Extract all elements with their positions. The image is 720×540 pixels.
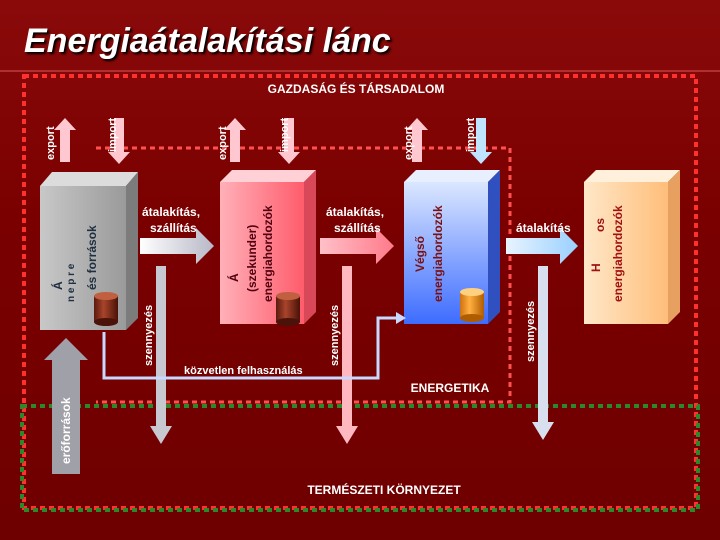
convert-arrow-3	[506, 228, 578, 264]
final-carriers-box: Végső energiahordozók	[404, 170, 500, 324]
direct-use-label: közvetlen felhasználás	[184, 365, 303, 377]
pollution-label-3: szennyezés	[525, 301, 537, 362]
box4-line3: energiahordozók	[611, 205, 625, 302]
pollution-arrow-3	[532, 266, 554, 440]
convert-label-3: átalakítás	[516, 221, 571, 235]
pollution-arrows	[150, 266, 554, 444]
import-arrow-2	[278, 118, 300, 164]
import-label-1: import	[107, 117, 119, 152]
export-arrow-3	[406, 118, 428, 162]
box4-line1: H	[589, 263, 603, 272]
energetics-label: ENERGETIKA	[411, 381, 490, 395]
box1-cylinder	[94, 292, 118, 326]
box2-cylinder	[276, 292, 300, 326]
convert-label-2a: átalakítás,	[326, 205, 384, 219]
conversion-arrows	[140, 228, 578, 264]
convert-arrow-1	[140, 228, 214, 264]
import-label-3: import	[465, 117, 477, 152]
pollution-label-1: szennyezés	[143, 305, 155, 366]
title-underline	[0, 70, 720, 72]
convert-arrow-2	[320, 228, 394, 264]
box4-line2: os	[593, 218, 607, 232]
nature-frame	[20, 404, 700, 512]
box2-line1: Á	[226, 273, 241, 282]
energetics-frame	[96, 146, 512, 404]
slide-title: Energiaátalakítási lánc	[24, 22, 391, 60]
convert-label-1b: szállítás	[150, 221, 197, 235]
box1-line1: Á	[50, 281, 65, 290]
secondary-carriers-box: Á (szekunder) energiahordozók	[220, 170, 316, 326]
nature-label: TERMÉSZETI KÖRNYEZET	[307, 482, 461, 497]
useful-carriers-box: H os energiahordozók	[584, 170, 680, 324]
direct-use-arrow	[102, 312, 406, 380]
primary-sources-box: Á és források n e p r e	[40, 172, 138, 330]
export-arrow-2	[224, 118, 246, 162]
resources-label: erőforrások	[59, 397, 73, 464]
box3-line2: energiahordozók	[431, 205, 445, 302]
pollution-arrow-2	[336, 266, 358, 444]
import-label-2: import	[279, 117, 291, 152]
convert-label-1a: átalakítás,	[142, 205, 200, 219]
import-arrow-3	[470, 118, 492, 164]
box2-line2: (szekunder)	[245, 225, 259, 292]
export-label-3: export	[403, 126, 415, 160]
import-arrow-1	[108, 118, 130, 164]
box2-line3: energiahordozók	[261, 205, 275, 302]
pollution-label-2: szennyezés	[329, 305, 341, 366]
export-label-1: export	[45, 126, 57, 160]
box3-line1: Végső	[413, 236, 427, 272]
box1-line2: és források	[85, 225, 99, 290]
convert-label-2b: szállítás	[334, 221, 381, 235]
box3-cylinder	[460, 288, 484, 322]
economy-label: GAZDASÁG ÉS TÁRSADALOM	[268, 81, 445, 96]
export-arrow-1	[54, 118, 76, 162]
export-import-gray	[54, 118, 492, 164]
export-label-2: export	[217, 126, 229, 160]
box1-bottom: n e p r e	[66, 263, 77, 302]
pollution-arrow-1	[150, 266, 172, 444]
resources-arrow	[44, 338, 88, 474]
